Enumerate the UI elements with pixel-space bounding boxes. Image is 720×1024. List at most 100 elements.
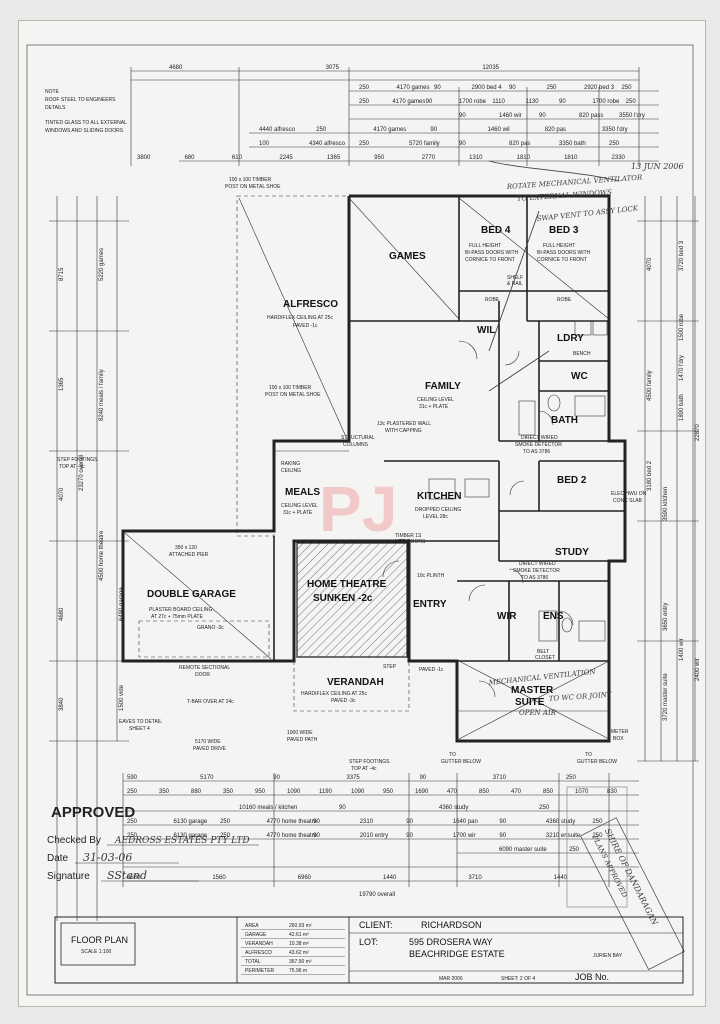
room-bed3: BED 3: [549, 225, 579, 236]
bottom-dim-row1-3: 3375: [346, 775, 360, 781]
bottom-dim-row7-4: 3710: [468, 875, 482, 881]
bottom-dim-row2-8: 950: [383, 789, 394, 795]
room-games: GAMES: [389, 251, 426, 262]
area-table-label-2: VERANDAH: [245, 941, 273, 947]
note-smoke-detector-3: TO AS 3786: [523, 449, 550, 455]
top-dim-row4-2: 90: [539, 113, 546, 119]
bottom-dim-row6-0: 6090 master suite: [499, 847, 547, 853]
left-dim-8: 4500 home theatre: [99, 530, 105, 581]
room-wir: WIR: [497, 611, 517, 622]
bottom-dim-row5-5: 2010 entry: [360, 833, 388, 839]
left-dim-0: 8715: [59, 267, 65, 281]
bottom-dim-row2-1: 350: [159, 789, 170, 795]
interior-walls: [138, 196, 625, 712]
right-dim-6: 22870: [695, 424, 701, 441]
bottom-dim-row4-8: 90: [499, 819, 506, 825]
top-dim-row1-1: 3075: [326, 65, 340, 71]
bed-roof-line: [458, 197, 610, 320]
top-dim-row5-1: 250: [316, 127, 327, 133]
top-dim-row6-6: 3350 bath: [559, 141, 586, 147]
note-eaves: EAVES TO DETAIL: [119, 719, 162, 725]
area-table-label-0: AREA: [245, 923, 259, 929]
right-dim-10: 1890 bath: [679, 394, 685, 421]
bottom-dim-row4-3: 4770 home theatre: [267, 819, 318, 825]
bottom-dim-row5-8: 90: [499, 833, 506, 839]
top-dim-row3-4: 1110: [492, 99, 505, 105]
date-label: Date: [47, 853, 69, 864]
bottom-dim-row7-5: 1440: [554, 875, 568, 881]
bottom-dim-row5-6: 90: [406, 833, 413, 839]
top-dim-row3-3: 1700 robe: [459, 99, 487, 105]
note-meter-box: METER: [611, 729, 629, 735]
bottom-dim-row7-1: 1560: [212, 875, 226, 881]
note-raking-2: CEILING: [281, 468, 301, 474]
room-wc: WC: [571, 371, 588, 382]
suburb-label: JURIEN BAY: [593, 953, 623, 959]
note-paved-1c: PAVED -1c: [419, 667, 444, 673]
bottom-dim-row5-1: 6130 garage: [174, 833, 208, 839]
top-dim-row2-3: 2900 bed 4: [472, 85, 503, 91]
note-structural: STRUCTURAL: [341, 435, 375, 441]
note-step-footings-bottom-2: TOP AT -4c: [351, 766, 377, 772]
area-table-label-1: GARAGE: [245, 932, 267, 938]
left-dim-1: 1365: [59, 377, 65, 391]
top-dim-row6-2: 250: [359, 141, 370, 147]
note-kitchen-ceiling: DROPPED CEILING: [415, 507, 461, 513]
client-label: CLIENT:: [359, 920, 393, 930]
bottom-dim-row2-12: 470: [511, 789, 522, 795]
note-structural-2: COLUMNS: [343, 442, 369, 448]
note-timber-post-top-2: POST ON METAL SHOE: [225, 184, 281, 190]
bottom-dim-row5-3: 4770 home theatre: [267, 833, 318, 839]
note-attached-pier-2: ATTACHED PIER: [169, 552, 209, 558]
note-meals-ceiling-2: 31c + PLATE: [283, 510, 313, 516]
room-study: STUDY: [555, 547, 589, 558]
top-dim-row2-2: 90: [434, 85, 441, 91]
signature-value: SStand: [107, 869, 147, 882]
note-smoke-study-2: SMOKE DETECTOR: [513, 568, 560, 574]
client-value: RICHARDSON: [421, 920, 482, 930]
checked-by-value: AEDROSS ESTATES PTY LTD: [114, 836, 250, 846]
note-attached-pier: 350 x 120: [175, 545, 197, 551]
bottom-dim-row4-5: 2310: [360, 819, 374, 825]
top-dim-row4-3: 820 pass: [579, 113, 603, 119]
room-double-garage: DOUBLE GARAGE: [147, 589, 236, 600]
bottom-dim-row4-2: 250: [220, 819, 231, 825]
note-downpipe-left: TO: [449, 752, 456, 758]
note-family-ceiling: CEILING LEVEL: [417, 397, 454, 403]
bottom-dim-row2-7: 1090: [351, 789, 365, 795]
sheet-number: SHEET: 2 OF 4: [501, 976, 535, 982]
note-tbar: T-BAR OVER AT 24c: [187, 699, 234, 705]
top-dim-row7-6: 2770: [422, 155, 436, 161]
top-dim-row5-0: 4440 alfresco: [259, 127, 296, 133]
top-dim-row3-2: 90: [426, 99, 433, 105]
note-meals-ceiling: CEILING LEVEL: [281, 503, 318, 509]
note-bed4-doors: FULL HEIGHT: [469, 243, 501, 249]
top-dim-row1-2: 12035: [482, 65, 499, 71]
bottom-dim-row5-4: 90: [313, 833, 320, 839]
bottom-dim-row5-10: 250: [592, 833, 603, 839]
bottom-dim-row1-0: 590: [127, 775, 138, 781]
note-downpipe-left-2: GUTTER BELOW: [441, 759, 481, 765]
note-belt-2: CLOSET: [535, 655, 555, 661]
note-alfresco-paved: PAVED -1c: [293, 323, 318, 329]
right-dim-2: 3180 bed 2: [647, 460, 653, 491]
top-dim-row4-0: 90: [459, 113, 466, 119]
job-number-label: JOB No.: [575, 972, 609, 982]
top-dim-row3-7: 1700 robe: [592, 99, 620, 105]
bottom-dim-row6-1: 250: [569, 847, 580, 853]
bottom-dim-row2-5: 1090: [287, 789, 301, 795]
area-table-label-3: ALFRESCO: [245, 950, 272, 956]
top-dim-row5-6: 3350 l'dry: [602, 127, 628, 133]
bottom-dim-row3-3: 250: [539, 805, 550, 811]
note-timber-post-2: POST ON METAL SHOE: [265, 392, 321, 398]
note-bed4-doors-3: CORNICE TO FRONT: [465, 257, 515, 263]
bottom-dim-row4-9: 4360 study: [546, 819, 575, 825]
top-dim-row5-5: 820 pas: [545, 127, 566, 133]
note-grano: GRANO -3c: [197, 625, 224, 631]
note-smoke-study: DIRECT WIRED: [519, 561, 556, 567]
top-dim-row2-7: 250: [622, 85, 633, 91]
bottom-dim-row2-0: 250: [127, 789, 138, 795]
top-dim-row2-5: 250: [547, 85, 558, 91]
